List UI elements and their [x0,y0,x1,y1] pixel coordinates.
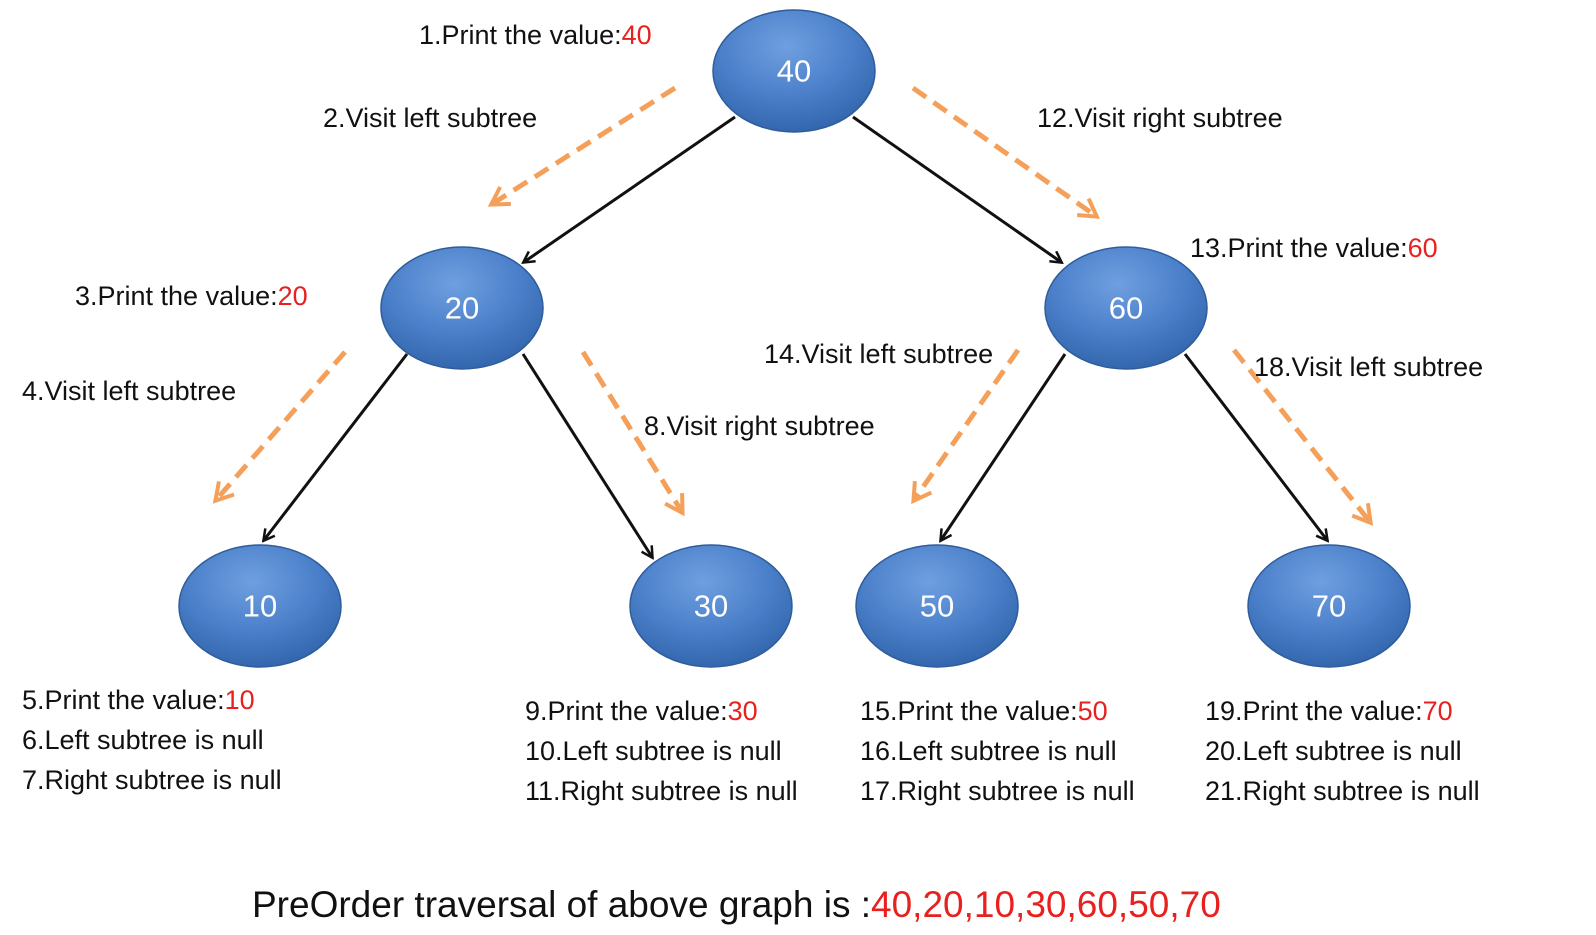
node-40: 40 [712,9,876,133]
step-2: 2.Visit left subtree [323,103,537,133]
step-14: 14.Visit left subtree [764,339,993,369]
edge-60-50 [941,353,1067,540]
step-1: 1.Print the value:40 [419,20,652,50]
step-labels: 1.Print the value:40 2.Visit left subtre… [22,20,1483,806]
step-12: 12.Visit right subtree [1037,103,1283,133]
step-16: 16.Left subtree is null [860,736,1117,766]
node-20-label: 20 [445,291,479,326]
node-50: 50 [855,544,1019,668]
node-60-label: 60 [1109,291,1143,326]
step-19: 19.Print the value:70 [1205,696,1453,726]
step-13: 13.Print the value:60 [1190,233,1438,263]
edge-40-60 [852,115,1061,262]
step-20: 20.Left subtree is null [1205,736,1462,766]
edge-20-10 [264,353,409,540]
step-8: 8.Visit right subtree [644,411,875,441]
traversal-result-caption: PreOrder traversal of above graph is :40… [252,884,1221,925]
step-10: 10.Left subtree is null [525,736,782,766]
traversal-arrows [212,85,1374,526]
traversal-arrow-right-of-60 [1232,348,1374,526]
step-7: 7.Right subtree is null [22,765,282,795]
node-70: 70 [1247,544,1411,668]
traversal-arrow-left-of-20 [212,350,347,504]
node-70-label: 70 [1312,589,1346,624]
node-40-label: 40 [777,54,811,89]
traversal-arrow-right-of-40 [911,85,1101,219]
node-60: 60 [1044,246,1208,370]
edge-20-30 [521,353,652,557]
step-17: 17.Right subtree is null [860,776,1135,806]
edge-60-70 [1183,353,1327,540]
step-3: 3.Print the value:20 [75,281,308,311]
step-15: 15.Print the value:50 [860,696,1108,726]
step-5: 5.Print the value:10 [22,685,255,715]
step-4: 4.Visit left subtree [22,376,236,406]
step-6: 6.Left subtree is null [22,725,264,755]
step-9: 9.Print the value:30 [525,696,758,726]
node-10-label: 10 [243,589,277,624]
step-18: 18.Visit left subtree [1254,352,1483,382]
traversal-arrow-left-of-60 [911,348,1021,505]
node-50-label: 50 [920,589,954,624]
node-10: 10 [178,544,342,668]
node-30-label: 30 [694,589,728,624]
traversal-arrow-right-of-20 [580,350,685,517]
node-20: 20 [380,246,544,370]
step-21: 21.Right subtree is null [1205,776,1480,806]
node-30: 30 [629,544,793,668]
edge-40-20 [524,115,736,262]
tree-nodes: 40 20 60 10 30 50 70 [178,9,1411,668]
step-11: 11.Right subtree is null [525,776,798,806]
tree-edges [264,115,1327,557]
traversal-arrow-left-of-40 [487,85,677,207]
